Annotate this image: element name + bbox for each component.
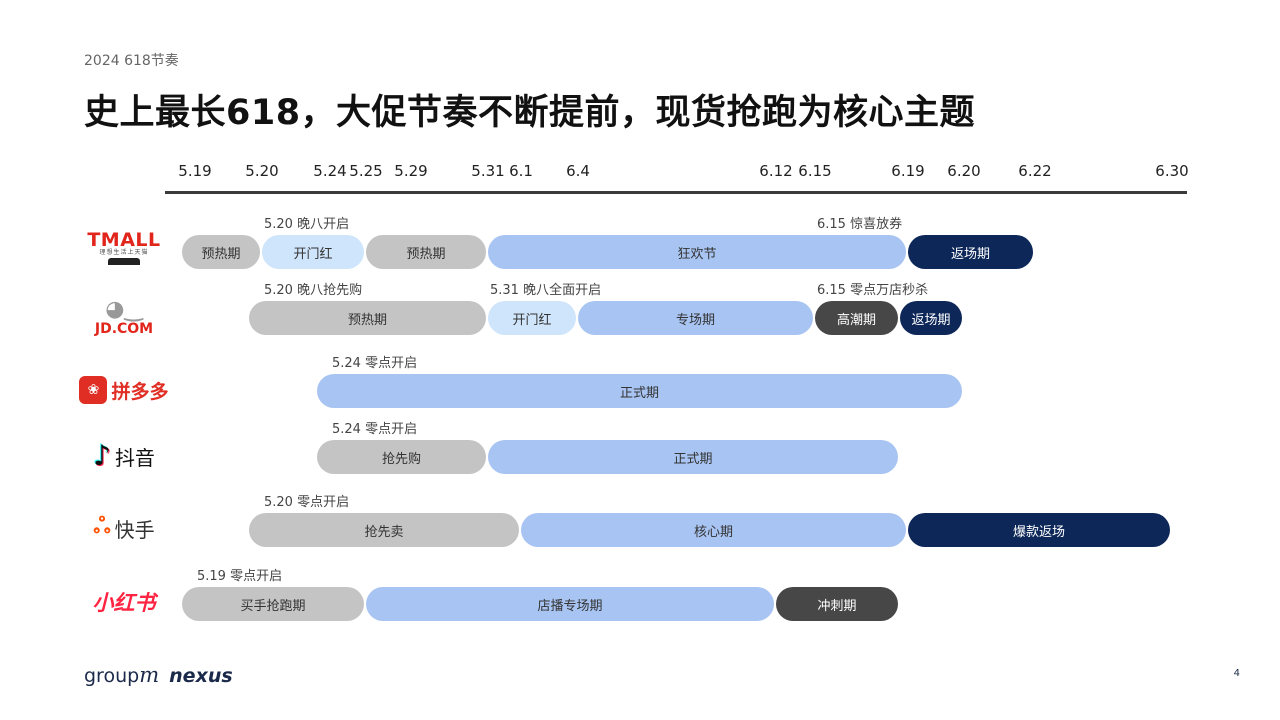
footer-brand-prefix: group xyxy=(84,665,140,687)
phase-bar: 爆款返场 xyxy=(908,513,1170,547)
phase-bar: 核心期 xyxy=(521,513,906,547)
date-tick: 6.15 xyxy=(798,162,832,180)
date-tick: 5.29 xyxy=(394,162,428,180)
date-tick: 6.12 xyxy=(759,162,793,180)
phase-bar: 正式期 xyxy=(488,440,898,474)
pdd-icon: ❀ xyxy=(79,376,108,404)
phase-bar: 预热期 xyxy=(249,301,486,335)
phase-bar: 预热期 xyxy=(182,235,260,269)
date-tick: 6.22 xyxy=(1018,162,1052,180)
milestone-note: 5.24 零点开启 xyxy=(332,422,418,437)
phase-bar: 开门红 xyxy=(262,235,364,269)
date-tick: 5.25 xyxy=(349,162,383,180)
page-number: 4 xyxy=(1233,668,1240,679)
phase-bar: 高潮期 xyxy=(815,301,898,335)
kuaishou-logo: ஃ 快手 xyxy=(78,508,170,548)
pdd-logo: ❀ 拼多多 xyxy=(78,370,170,410)
footer-brand-m: m xyxy=(139,663,160,687)
footer-brand-suffix: nexus xyxy=(169,665,233,687)
kuaishou-camera-icon: ஃ xyxy=(93,514,111,539)
xhs-logo-text: 小红书 xyxy=(92,591,156,615)
jd-logo-text: JD.COM xyxy=(94,321,154,337)
milestone-note: 5.20 晚八开启 xyxy=(264,217,350,232)
date-tick: 6.30 xyxy=(1155,162,1189,180)
xhs-logo: 小红书 xyxy=(78,582,170,622)
page-title: 史上最长618，大促节奏不断提前，现货抢跑为核心主题 xyxy=(84,93,976,133)
date-tick: 6.20 xyxy=(947,162,981,180)
tmall-logo-sub: 理想生活上天猫 xyxy=(99,249,149,256)
kuaishou-logo-text: 快手 xyxy=(114,517,155,542)
page-subtitle: 2024 618节奏 xyxy=(84,53,179,69)
date-tick: 5.31 xyxy=(471,162,505,180)
milestone-note: 5.19 零点开启 xyxy=(197,569,283,584)
date-tick: 6.1 xyxy=(509,162,533,180)
phase-bar: 正式期 xyxy=(317,374,962,408)
phase-bar: 狂欢节 xyxy=(488,235,906,269)
date-tick: 5.24 xyxy=(313,162,347,180)
phase-bar: 抢先卖 xyxy=(249,513,519,547)
date-tick: 5.19 xyxy=(178,162,212,180)
douyin-note-icon: ♪ xyxy=(93,439,111,472)
phase-bar: 抢先购 xyxy=(317,440,486,474)
tmall-cat-icon xyxy=(108,258,140,265)
milestone-note: 5.20 零点开启 xyxy=(264,495,350,510)
jd-logo: ◕‿ JD.COM xyxy=(78,298,170,338)
milestone-note: 6.15 惊喜放券 xyxy=(817,217,903,232)
pdd-logo-text: 拼多多 xyxy=(111,380,169,403)
milestone-note: 6.15 零点万店秒杀 xyxy=(817,283,929,298)
groupm-nexus-logo: groupm nexus xyxy=(84,663,233,687)
phase-bar: 买手抢跑期 xyxy=(182,587,364,621)
milestone-note: 5.20 晚八抢先购 xyxy=(264,283,363,298)
phase-bar: 开门红 xyxy=(488,301,576,335)
tmall-logo: TMALL 理想生活上天猫 xyxy=(78,228,170,268)
phase-bar: 专场期 xyxy=(578,301,813,335)
phase-bar: 预热期 xyxy=(366,235,486,269)
milestone-note: 5.31 晚八全面开启 xyxy=(490,283,602,298)
timeline-axis-line xyxy=(165,191,1187,194)
phase-bar: 店播专场期 xyxy=(366,587,774,621)
date-tick: 6.19 xyxy=(891,162,925,180)
phase-bar: 冲刺期 xyxy=(776,587,898,621)
phase-bar: 返场期 xyxy=(900,301,962,335)
jd-dog-icon: ◕‿ xyxy=(105,297,143,322)
date-tick: 5.20 xyxy=(245,162,279,180)
tmall-logo-text: TMALL xyxy=(87,229,161,251)
douyin-logo: ♪ 抖音 xyxy=(78,436,170,476)
douyin-logo-text: 抖音 xyxy=(114,445,155,470)
milestone-note: 5.24 零点开启 xyxy=(332,356,418,371)
date-tick: 6.4 xyxy=(566,162,590,180)
phase-bar: 返场期 xyxy=(908,235,1033,269)
